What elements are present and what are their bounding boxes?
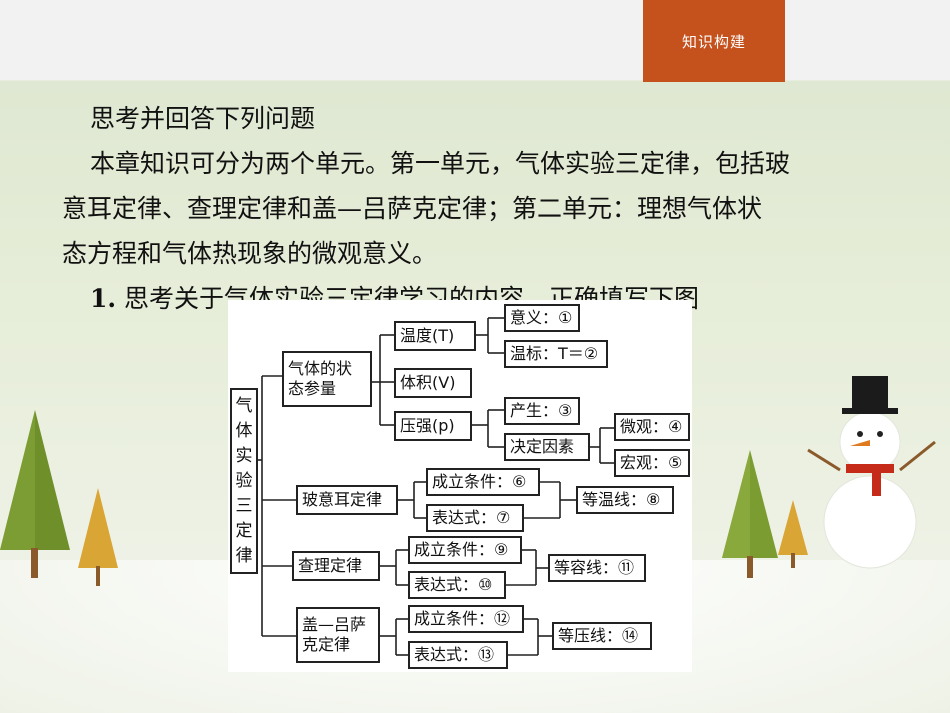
box-charles-expression: 表达式：⑩ xyxy=(408,571,506,599)
green-tree-left xyxy=(0,410,70,578)
box-factors: 决定因素 xyxy=(504,433,590,461)
box-pressure: 压强(p) xyxy=(394,411,472,441)
root-box-gas-laws: 气体实验三定律 xyxy=(230,388,258,574)
concept-map: 气体实验三定律 气体的状态参量 温度(T) 意义：① 温标：T＝② 体积(V) … xyxy=(228,300,692,672)
box-state-params: 气体的状态参量 xyxy=(282,351,372,407)
box-gay-lussac-law: 盖—吕萨克定律 xyxy=(296,607,380,663)
box-temperature: 温度(T) xyxy=(394,321,476,351)
box-macro: 宏观：⑤ xyxy=(614,449,690,477)
snowman-illustration xyxy=(807,376,936,569)
box-gay-lussac-expression: 表达式：⑬ xyxy=(408,641,508,669)
heading: 思考并回答下列问题 xyxy=(90,104,316,133)
box-charles-condition: 成立条件：⑨ xyxy=(408,536,522,564)
green-tree-right xyxy=(722,450,778,578)
box-boyle-law: 玻意耳定律 xyxy=(296,485,398,515)
connector-lines xyxy=(258,317,614,656)
intro-line-3: 态方程和气体热现象的微观意义。 xyxy=(62,239,438,268)
box-isotherm: 等温线：⑧ xyxy=(576,486,674,514)
intro-line-1: 本章知识可分为两个单元。第一单元，气体实验三定律，包括玻 xyxy=(90,149,791,178)
box-volume: 体积(V) xyxy=(394,368,472,398)
box-temp-scale: 温标：T＝② xyxy=(504,340,608,368)
box-meaning: 意义：① xyxy=(504,304,580,332)
question-text-block: 思考并回答下列问题 本章知识可分为两个单元。第一单元，气体实验三定律，包括玻 意… xyxy=(62,96,902,321)
box-charles-law: 查理定律 xyxy=(292,551,380,581)
section-tab[interactable]: 知识构建 xyxy=(643,0,785,82)
box-isochore: 等容线：⑪ xyxy=(548,554,646,582)
intro-line-2: 意耳定律、查理定律和盖—吕萨克定律；第二单元：理想气体状 xyxy=(62,194,763,223)
orange-tree-right xyxy=(778,500,808,568)
top-bar xyxy=(0,0,950,80)
box-gay-lussac-condition: 成立条件：⑫ xyxy=(408,605,524,633)
question-number: 1. xyxy=(90,284,117,313)
orange-tree-left xyxy=(78,488,118,586)
box-micro: 微观：④ xyxy=(614,413,690,441)
box-boyle-condition: 成立条件：⑥ xyxy=(426,468,540,496)
box-boyle-expression: 表达式：⑦ xyxy=(426,504,524,532)
box-origin: 产生：③ xyxy=(504,397,580,425)
box-isobar: 等压线：⑭ xyxy=(552,622,652,650)
